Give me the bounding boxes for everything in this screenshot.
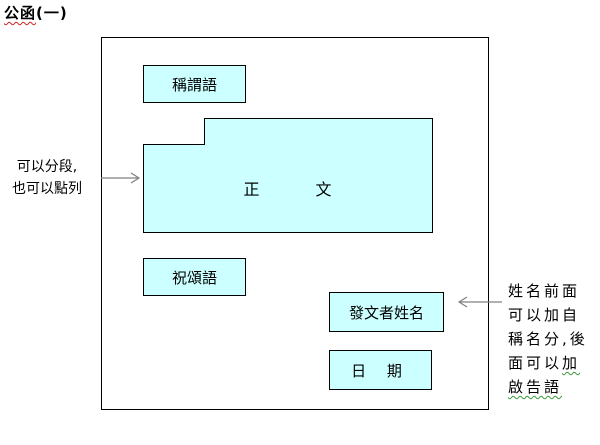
body-note: 可以分段, 也可以點列 [12,156,82,200]
sender-name-box: 發文者姓名 [329,292,444,332]
title-main: 公函 [4,4,37,22]
sender-note-line-2: 可以加自 [508,306,581,324]
date-box: 日 期 [329,350,432,390]
date-label: 日 期 [351,361,410,380]
title-suffix: (一) [36,4,68,22]
body-box [143,118,433,233]
diagram-title: 公函(一) [4,2,68,23]
letter-frame [101,37,489,410]
body-note-line-1: 可以分段, [16,159,78,175]
sender-name-label: 發文者姓名 [348,303,424,322]
sender-note-line-5: 啟告語 [508,378,563,396]
salutation-label: 稱謂語 [171,75,217,94]
body-box-outline [143,118,433,233]
sender-note-line-4-text: 面可以 [508,354,563,372]
sender-note-line-1: 姓名前面 [508,282,581,300]
body-note-line-2: 也可以點列 [12,181,82,197]
salutation-box: 稱謂語 [143,65,246,103]
arrow-right-icon [101,172,141,184]
body-label: 正文 [243,180,388,199]
sender-note-line-3: 稱名分,後 [508,330,588,348]
closing-box: 祝頌語 [143,258,246,296]
closing-label: 祝頌語 [171,268,217,287]
sender-note-line-4: 面可以加 [508,351,588,375]
sender-note-line-4-marked: 加 [562,354,581,372]
sender-note: 姓名前面 可以加自 稱名分,後 面可以加 啟告語 [508,279,588,399]
arrow-left-icon [457,296,502,308]
